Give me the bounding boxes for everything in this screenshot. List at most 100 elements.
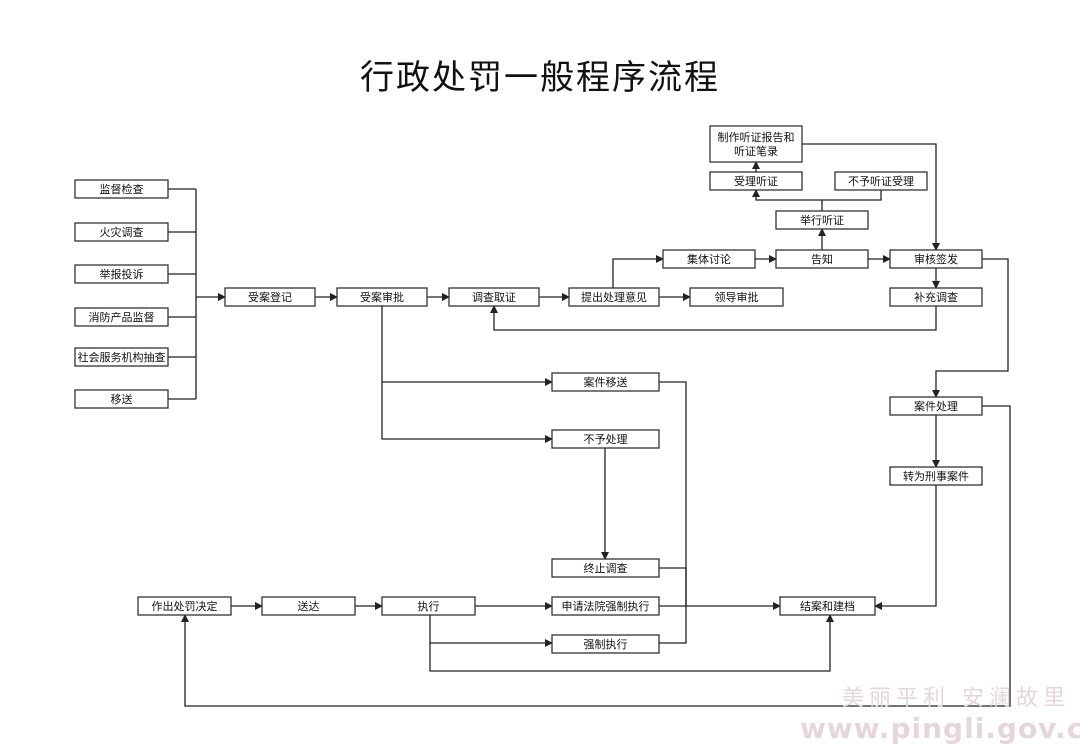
- node-label: 转为刑事案件: [903, 469, 969, 483]
- node-box: [137, 596, 232, 616]
- node-box: [261, 596, 356, 616]
- node-label: 消防产品监督: [89, 310, 155, 324]
- node-box: [889, 249, 983, 269]
- node-shouli: 受理听证: [709, 171, 803, 191]
- node-shenhe: 审核签发: [889, 249, 983, 269]
- node-box: [889, 466, 983, 486]
- node-box: [775, 249, 869, 269]
- node-box: [381, 596, 476, 616]
- flow-line: [659, 567, 687, 606]
- node-huozai: 火灾调查: [74, 222, 169, 242]
- node-label: 案件处理: [914, 399, 958, 413]
- node-box: [448, 287, 540, 307]
- flow-arrow: [181, 405, 1011, 707]
- node-jiandu: 监督检查: [74, 179, 169, 199]
- node-xiaofang: 消防产品监督: [74, 307, 169, 327]
- node-label: 制作听证报告和: [718, 130, 795, 144]
- node-box: [779, 596, 876, 616]
- node-box: [74, 179, 169, 199]
- node-lingdao: 领导审批: [689, 287, 784, 307]
- node-qiangzhi: 强制执行: [551, 634, 660, 654]
- node-box: [834, 171, 928, 191]
- node-label: 受理听证: [734, 175, 778, 188]
- node-label: 终止调查: [584, 561, 628, 575]
- node-gaozhi: 告知: [775, 249, 869, 269]
- node-label: 补充调查: [914, 290, 958, 304]
- flow-arrow: [429, 614, 834, 672]
- node-label: 火灾调查: [100, 225, 144, 239]
- node-zhongzhi: 终止调查: [551, 558, 660, 578]
- flow-edges: [168, 143, 1011, 707]
- node-box: [662, 249, 756, 269]
- node-shouan-shenpi: 受案审批: [336, 287, 428, 307]
- node-box: [551, 372, 660, 392]
- flow-arrow: [932, 258, 1009, 398]
- node-box: [709, 171, 803, 191]
- node-jiti: 集体讨论: [662, 249, 756, 269]
- node-box: [224, 287, 316, 307]
- node-buyu-chuli: 不予处理: [551, 429, 660, 449]
- watermark-slogan: 美丽平利 安澜故里: [842, 686, 1070, 711]
- node-anjian-chuli: 案件处理: [889, 396, 983, 416]
- node-label: 作出处罚决定: [152, 599, 218, 613]
- node-box: [74, 222, 169, 242]
- node-shouan-dengji: 受案登记: [224, 287, 316, 307]
- flow-line: [659, 381, 687, 644]
- node-box: [551, 558, 660, 578]
- node-shenqing: 申请法院强制执行: [551, 596, 660, 616]
- flow-line: [822, 190, 882, 201]
- node-label: 不予听证受理: [848, 175, 914, 188]
- node-label: 社会服务机构抽查: [78, 350, 166, 364]
- node-label: 举报投诉: [100, 267, 144, 281]
- node-box: [551, 634, 660, 654]
- node-zhuanwei: 转为刑事案件: [889, 466, 983, 486]
- node-box: [889, 287, 983, 307]
- node-label: 受案审批: [360, 290, 404, 304]
- node-buchong: 补充调查: [889, 287, 983, 307]
- node-shehui: 社会服务机构抽查: [74, 347, 169, 367]
- node-box: [775, 210, 869, 230]
- node-box: [551, 429, 660, 449]
- node-label: 申请法院强制执行: [562, 599, 650, 613]
- node-zuochu: 作出处罚决定: [137, 596, 232, 616]
- node-buyu-tingzheng: 不予听证受理: [834, 171, 928, 191]
- node-label: 执行: [418, 599, 440, 613]
- page-title: 行政处罚一般程序流程: [360, 58, 720, 98]
- node-jiean: 结案和建档: [779, 596, 876, 616]
- watermark-url: www.pingli.gov.cn: [800, 712, 1080, 745]
- node-yisong: 移送: [74, 389, 169, 409]
- node-box: [568, 287, 660, 307]
- flow-arrow: [490, 305, 937, 331]
- node-box: [74, 389, 169, 409]
- node-box: [709, 125, 803, 163]
- node-label: 听证笔录: [734, 144, 778, 158]
- flow-arrow: [429, 615, 553, 647]
- node-label: 领导审批: [715, 290, 759, 304]
- node-label: 强制执行: [584, 637, 628, 651]
- node-label: 监督检查: [100, 182, 144, 196]
- flow-arrow: [802, 143, 940, 251]
- node-box: [889, 396, 983, 416]
- node-box: [551, 596, 660, 616]
- flow-arrow: [381, 306, 553, 443]
- node-tichu: 提出处理意见: [568, 287, 660, 307]
- node-zhixing: 执行: [381, 596, 476, 616]
- node-label: 调查取证: [472, 290, 516, 304]
- site-watermark: 美丽平利 安澜故里 www.pingli.gov.cn: [800, 680, 1080, 745]
- node-box: [74, 307, 169, 327]
- node-juxing: 举行听证: [775, 210, 869, 230]
- node-box: [74, 264, 169, 284]
- node-anjian-yisong: 案件移送: [551, 372, 660, 392]
- flow-arrow: [612, 255, 664, 288]
- node-label: 结案和建档: [800, 599, 855, 613]
- node-label: 举行听证: [800, 213, 844, 227]
- node-label: 集体讨论: [687, 252, 731, 266]
- flow-arrow: [752, 189, 823, 211]
- node-songda: 送达: [261, 596, 356, 616]
- node-label: 送达: [298, 599, 320, 613]
- flow-arrow: [874, 485, 937, 610]
- node-jubao: 举报投诉: [74, 264, 169, 284]
- node-box: [74, 347, 169, 367]
